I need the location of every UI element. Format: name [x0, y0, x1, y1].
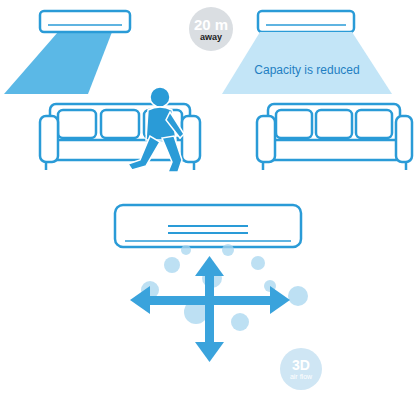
air-bubbles [141, 244, 308, 331]
node-heading: 3D [292, 358, 310, 372]
node-heading: 20 m [194, 17, 228, 32]
air-conditioner [258, 11, 354, 32]
beam-fill [222, 32, 392, 94]
air-conditioner [115, 205, 301, 247]
node-text: air flow [290, 373, 312, 380]
airflow-beam: Capacity is reduced [222, 32, 392, 94]
airflow-arrows [130, 256, 290, 362]
info-badge: 3Dair flow [280, 348, 322, 390]
air-conditioner [40, 11, 130, 32]
info-badge: 20 maway [189, 7, 233, 51]
sofa [257, 104, 412, 170]
person [128, 87, 184, 172]
node-heading: Capacity is reduced [254, 50, 359, 76]
node-text: away [200, 33, 222, 42]
cool-air-beam [4, 32, 112, 94]
